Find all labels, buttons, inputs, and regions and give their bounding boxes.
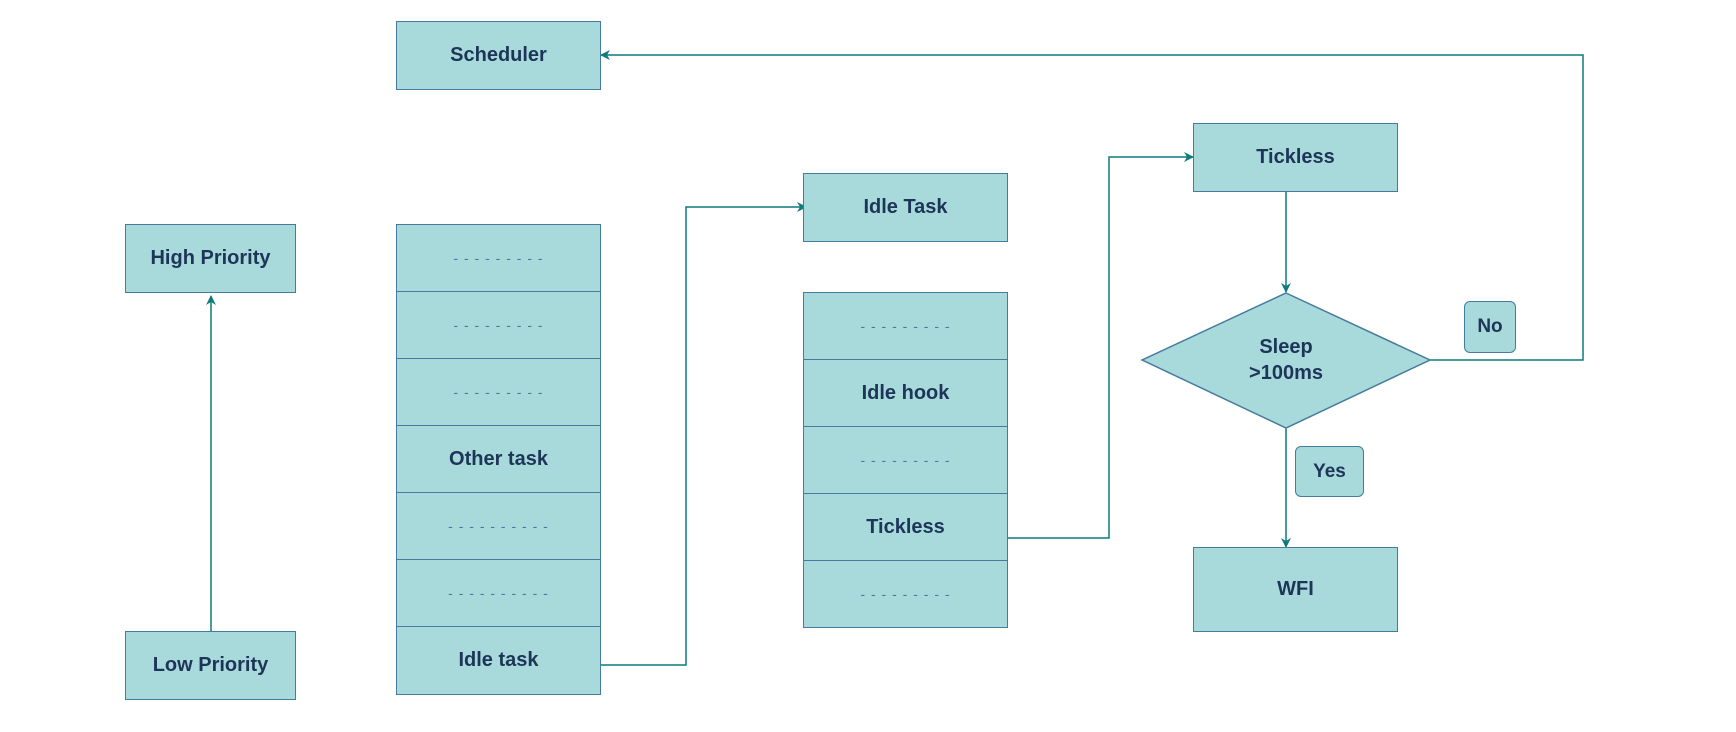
task-stack-row-5: - - - - - - - - - - (396, 492, 601, 560)
task-stack-other-task: Other task (396, 425, 601, 493)
decision-line-1: Sleep (1259, 336, 1313, 358)
idle-stack-idle-hook: Idle hook (803, 359, 1008, 427)
idle-task-header-node: Idle Task (803, 173, 1008, 242)
idle-stack-row-1: - - - - - - - - - (803, 292, 1008, 360)
tickless-node: Tickless (1193, 123, 1398, 192)
decision-line-2: >100ms (1249, 362, 1323, 384)
wfi-node: WFI (1193, 547, 1398, 632)
idle-stack-row-3: - - - - - - - - - (803, 426, 1008, 494)
arrow-tickless-row-to-tickless (1007, 152, 1194, 539)
idle-stack: - - - - - - - - - Idle hook - - - - - - … (803, 292, 1008, 628)
low-priority-node: Low Priority (125, 631, 296, 700)
decision-text: Sleep >100ms (1206, 334, 1366, 386)
task-stack-row-3: - - - - - - - - - (396, 358, 601, 426)
no-label: No (1464, 301, 1516, 353)
high-priority-node: High Priority (125, 224, 296, 293)
decision-diamond (1140, 292, 1432, 429)
task-stack-idle-task: Idle task (396, 626, 601, 695)
task-stack-row-2: - - - - - - - - - (396, 291, 601, 359)
arrow-idle-task-to-idle-task-header (601, 202, 807, 666)
arrow-decision-to-scheduler (600, 50, 1584, 361)
task-stack-row-6: - - - - - - - - - - (396, 559, 601, 627)
scheduler-node: Scheduler (396, 21, 601, 90)
idle-stack-row-5: - - - - - - - - - (803, 560, 1008, 628)
task-stack-row-1: - - - - - - - - - (396, 224, 601, 292)
task-stack: - - - - - - - - - - - - - - - - - - - - … (396, 224, 601, 695)
yes-label: Yes (1295, 446, 1364, 497)
idle-stack-tickless: Tickless (803, 493, 1008, 561)
